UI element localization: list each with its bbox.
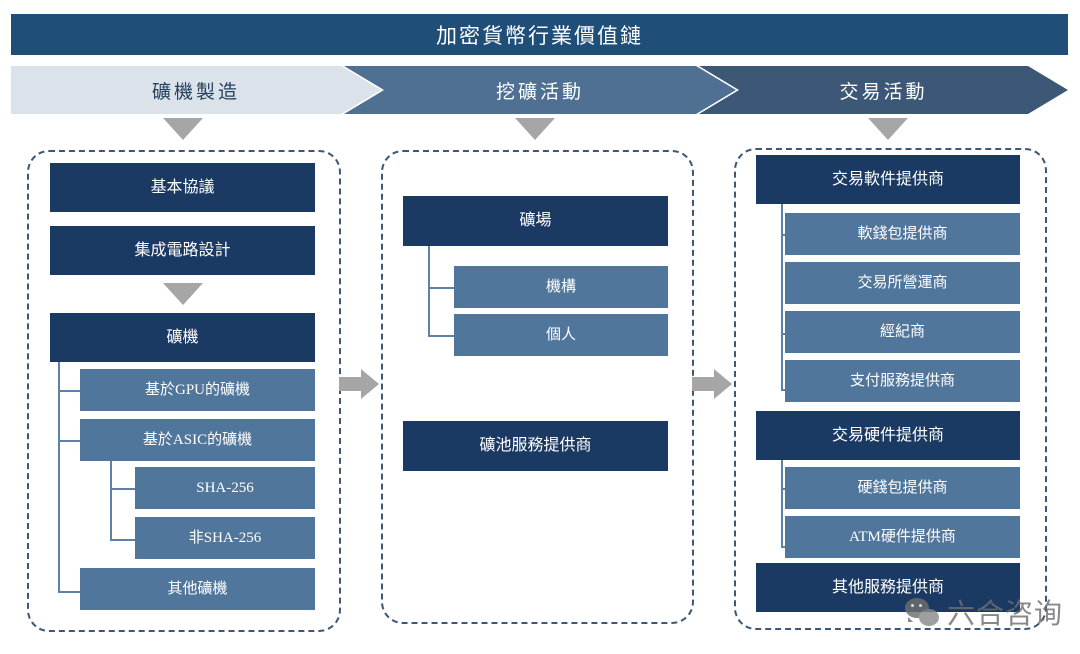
connector-line [781,204,783,390]
down-arrow-icon-col3 [868,118,908,140]
stage-chevron-mining-activity[interactable]: 挖礦活動 [344,66,736,114]
connector-line [428,335,454,337]
node-non-sha-256[interactable]: 非SHA-256 [135,517,315,559]
connector-line [428,287,454,289]
node-ic-design[interactable]: 集成電路設計 [50,226,315,275]
node-institution[interactable]: 機構 [454,266,668,308]
group-container-col3 [734,148,1047,630]
connector-line [781,460,783,548]
page-title: 加密貨幣行業價值鏈 [436,23,643,48]
connector-line [58,362,60,592]
flow-arrow-icon-1to2 [339,369,379,399]
node-other-miners[interactable]: 其他礦機 [80,568,315,610]
node-asic-based-miner[interactable]: 基於ASIC的礦機 [80,419,315,461]
stage-label: 交易活動 [839,81,928,103]
node-mining-pool-service-provider[interactable]: 礦池服務提供商 [403,421,668,471]
diagram-title-bar: 加密貨幣行業價值鏈 [11,14,1068,55]
connector-line [428,246,430,336]
node-soft-wallet-provider[interactable]: 軟錢包提供商 [785,213,1020,255]
connector-line [110,488,135,490]
stage-label: 挖礦活動 [495,81,584,103]
stage-chevron-mining-machine-manufacturing[interactable]: 礦機製造 [11,66,381,114]
node-trading-hardware-provider[interactable]: 交易硬件提供商 [756,411,1020,460]
connector-line [110,539,135,541]
node-exchange-operator[interactable]: 交易所營運商 [785,262,1020,304]
node-atm-hardware-provider[interactable]: ATM硬件提供商 [785,516,1020,558]
node-mining-machine[interactable]: 礦機 [50,313,315,362]
node-payment-service-provider[interactable]: 支付服務提供商 [785,360,1020,402]
connector-line [110,461,112,541]
watermark-text: 六合咨询 [947,598,1064,629]
node-other-service-provider[interactable]: 其他服務提供商 [756,563,1020,612]
node-broker[interactable]: 經紀商 [785,311,1020,353]
connector-line [58,390,80,392]
stage-chevron-trading-activity[interactable]: 交易活動 [699,66,1068,114]
node-basic-protocol[interactable]: 基本協議 [50,163,315,212]
watermark: 六合咨询 [905,592,1063,632]
node-mining-farm[interactable]: 礦場 [403,196,668,246]
node-individual[interactable]: 個人 [454,314,668,356]
flow-arrow-icon-2to3 [692,369,732,399]
down-arrow-icon-col2 [515,118,555,140]
wechat-icon [905,598,939,626]
down-arrow-icon-col1 [163,118,203,140]
connector-line [58,591,80,593]
connector-line [58,440,80,442]
node-hard-wallet-provider[interactable]: 硬錢包提供商 [785,467,1020,509]
node-trading-software-provider[interactable]: 交易軟件提供商 [756,155,1020,204]
node-gpu-based-miner[interactable]: 基於GPU的礦機 [80,369,315,411]
stage-label: 礦機製造 [151,81,240,103]
node-sha-256[interactable]: SHA-256 [135,467,315,509]
